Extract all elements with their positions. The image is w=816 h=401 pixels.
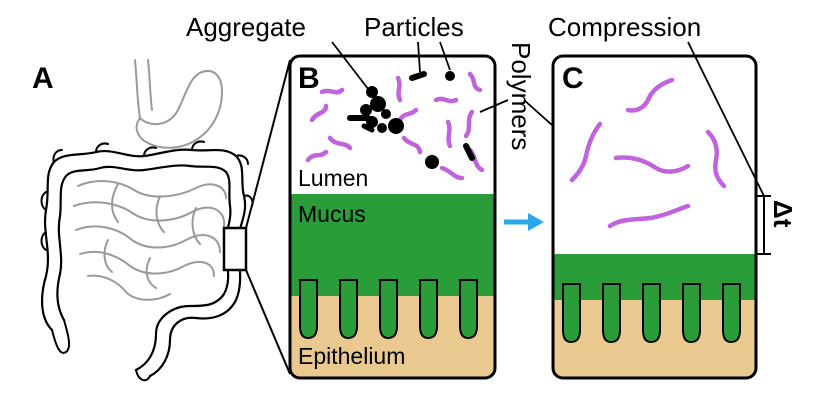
delta-t-label: Δt xyxy=(768,200,798,228)
particles xyxy=(409,71,475,169)
compression-leader xyxy=(687,41,765,197)
digestive-tract-outline xyxy=(40,59,254,382)
panel-c-letter: C xyxy=(562,62,584,95)
particles-label: Particles xyxy=(364,12,464,42)
panel-a: A xyxy=(32,59,291,382)
lumen-label: Lumen xyxy=(298,165,368,191)
polymers-label: Polymers xyxy=(506,42,536,150)
transition-arrow xyxy=(504,213,544,231)
panel-c-frame xyxy=(551,54,758,380)
polymers-panel-c xyxy=(569,77,727,229)
panel-b: B Lumen Mucus Epithelium xyxy=(288,54,497,380)
zoom-line-top xyxy=(245,59,291,229)
particles-leader-1 xyxy=(417,41,421,73)
mucus-label: Mucus xyxy=(298,201,366,227)
polymers-panel-b xyxy=(305,71,485,181)
compression-label: Compression xyxy=(548,12,701,42)
polymers-leader-b xyxy=(479,99,509,113)
panel-a-letter: A xyxy=(32,62,54,95)
zoom-region-box xyxy=(222,226,248,272)
aggregate-cluster xyxy=(347,86,404,134)
panel-b-letter: B xyxy=(298,62,320,95)
aggregate-leader xyxy=(331,41,373,95)
aggregate-label: Aggregate xyxy=(186,12,306,42)
epithelium-label: Epithelium xyxy=(298,343,405,369)
mucus-layer-compressed xyxy=(553,254,756,284)
zoom-line-bottom xyxy=(245,269,291,375)
mucus-layer xyxy=(290,194,495,280)
panel-b-frame xyxy=(288,54,497,380)
panel-c: C Δt xyxy=(551,54,798,380)
particles-leader-2 xyxy=(439,41,451,71)
